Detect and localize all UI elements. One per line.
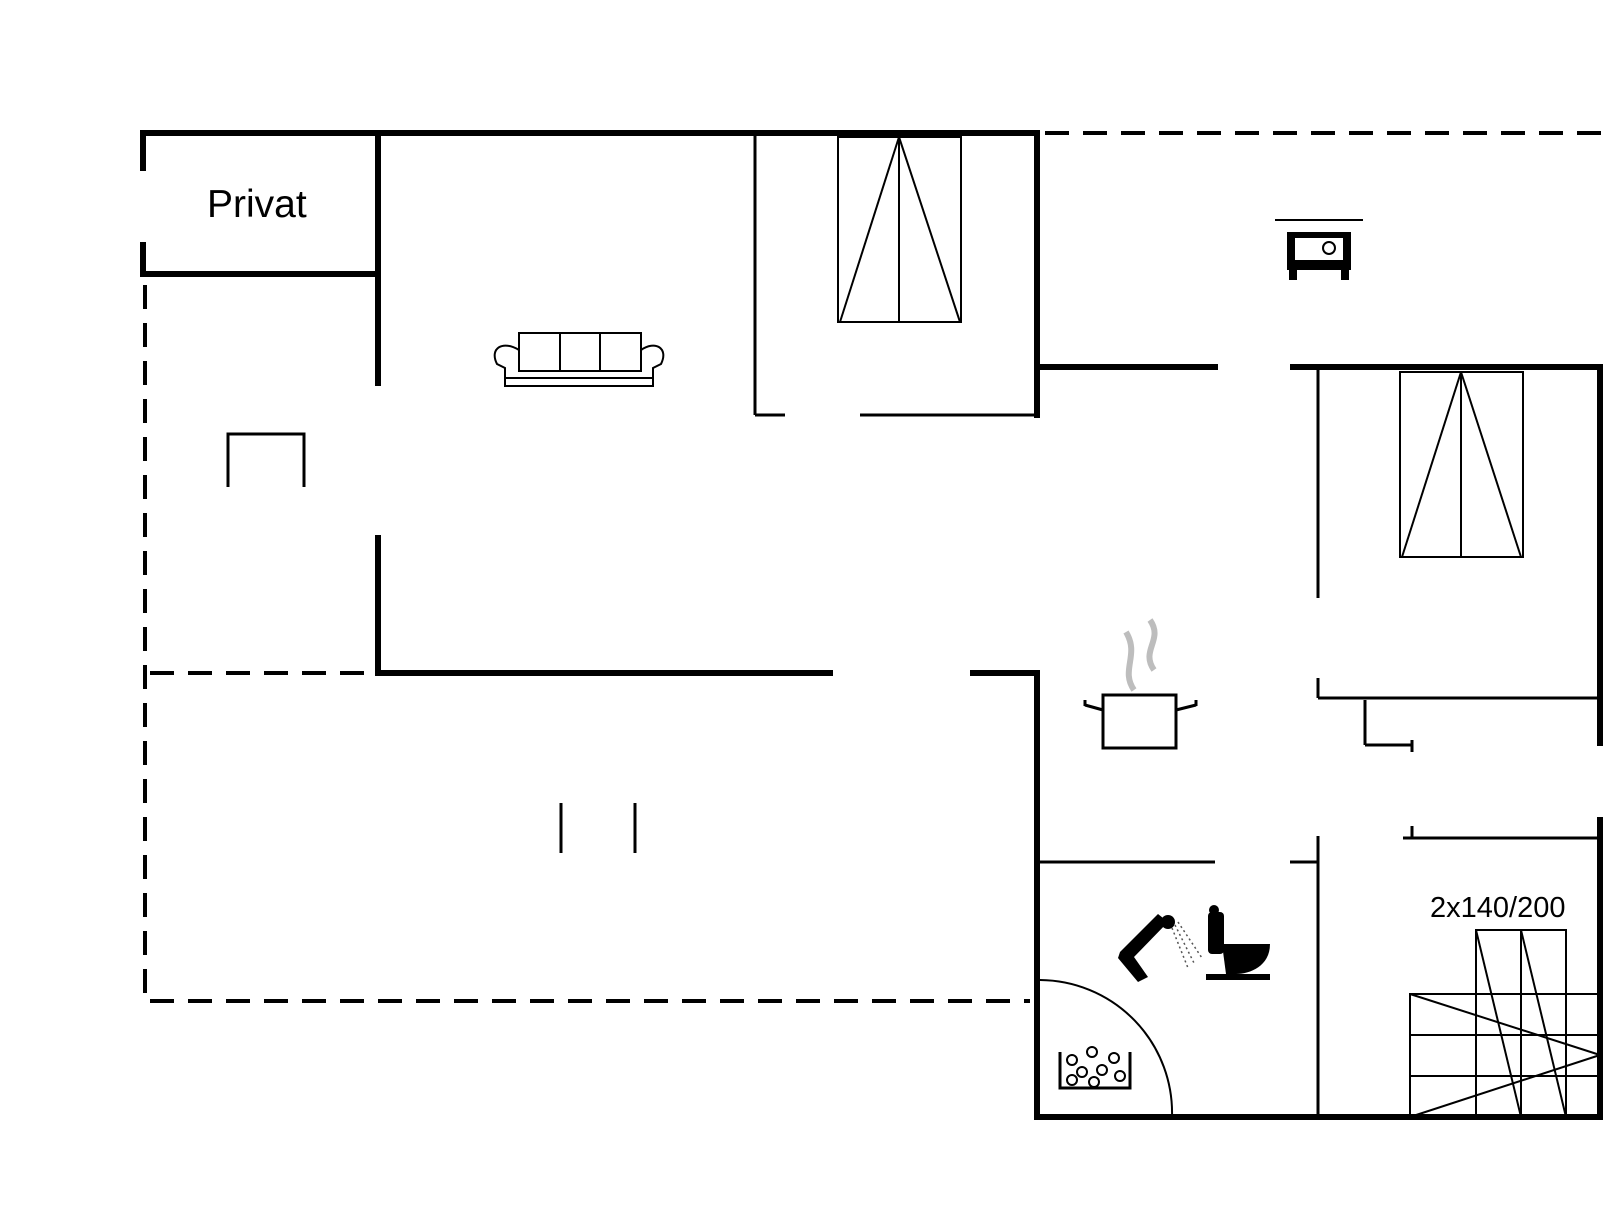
interior-walls [753, 133, 1600, 1117]
double-bed-icon [1275, 219, 1363, 280]
sofa-icon [493, 332, 665, 387]
cooking-pot-icon [1083, 618, 1198, 750]
dashed-boundaries [143, 131, 1606, 1003]
table-icon [226, 432, 306, 487]
bed-grid [1409, 929, 1601, 1118]
wardrobe-right [1399, 371, 1524, 558]
room-divider-marks [559, 803, 637, 853]
bed-size-label: 2x140/200 [1430, 892, 1565, 924]
wardrobe-top [837, 136, 962, 323]
walls [140, 130, 1603, 1120]
toilet-icon [1206, 905, 1270, 980]
sauna-area [1039, 979, 1174, 1118]
privat-label: Privat [207, 183, 307, 226]
sauna-stove-icon [1058, 1046, 1132, 1090]
shower-icon [1118, 914, 1203, 982]
